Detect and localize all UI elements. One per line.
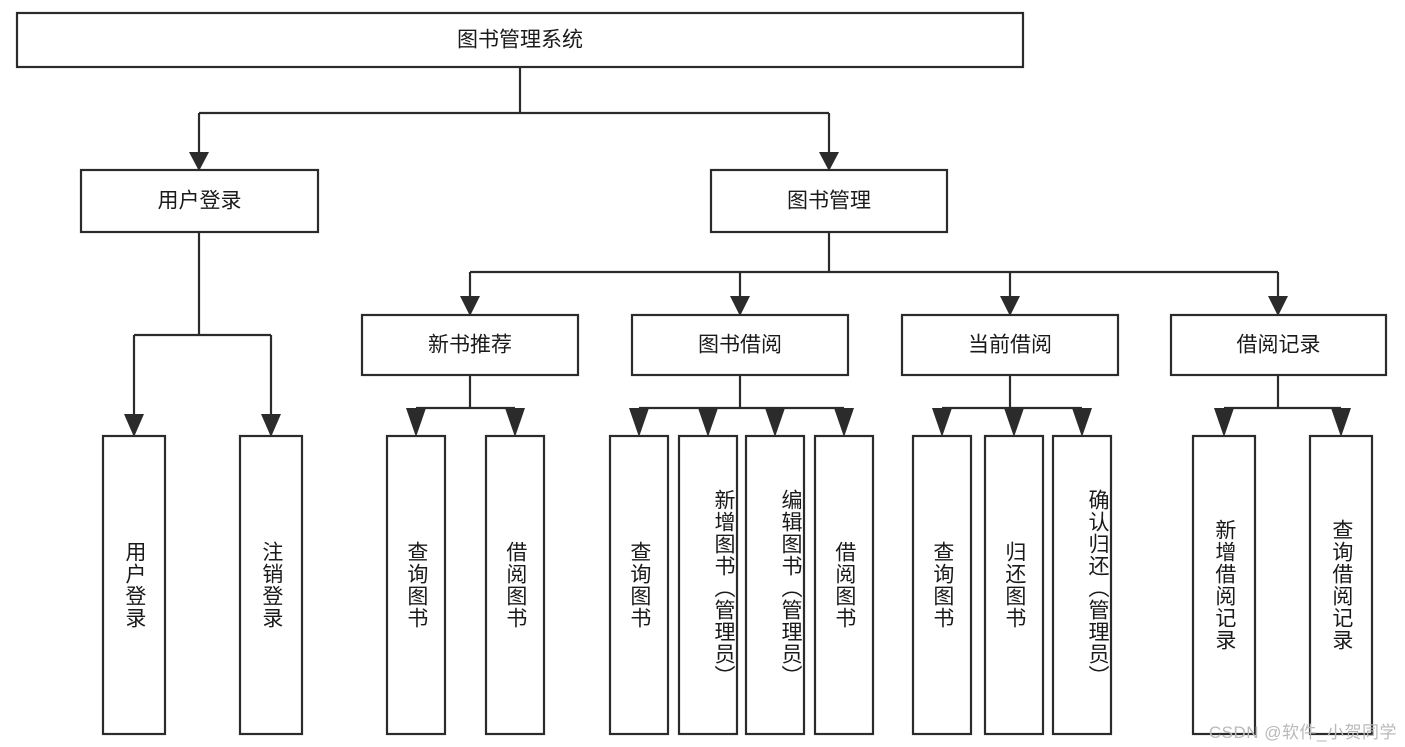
node-borrow-record-label: 借阅记录	[1237, 334, 1321, 357]
leaf-return-book-box[interactable]	[983, 434, 1045, 736]
leaf-boxes	[101, 434, 1374, 736]
node-root-label: 图书管理系统	[457, 29, 583, 52]
connector-group-user-login	[124, 232, 281, 437]
node-book-manage[interactable]: 图书管理	[709, 168, 949, 234]
node-current-borrow-box[interactable]	[900, 313, 1120, 377]
node-borrow-record-box[interactable]	[1169, 313, 1388, 377]
arrowhead-leaf-edit-book	[765, 408, 785, 437]
node-book-borrow-label: 图书借阅	[698, 334, 782, 357]
arrowhead-leaf-user-login	[124, 414, 144, 437]
node-book-manage-box[interactable]	[709, 168, 949, 234]
leaf-user-login-box[interactable]	[101, 434, 167, 736]
leaf-borrow-book-2-box[interactable]	[813, 434, 875, 736]
arrowhead-book-borrow	[730, 296, 750, 316]
node-book-borrow-box[interactable]	[630, 313, 850, 377]
arrowhead-borrow-record	[1268, 296, 1288, 316]
arrowhead-leaf-query-book-3	[932, 408, 952, 437]
arrowhead-leaf-return-book	[1004, 408, 1024, 437]
node-user-login[interactable]: 用户登录	[79, 168, 320, 234]
leaf-user-logout-box[interactable]	[238, 434, 304, 736]
node-root-box[interactable]	[15, 11, 1025, 69]
arrowhead-leaf-query-book-2	[629, 408, 649, 437]
connector-group-borrow-record	[1214, 375, 1351, 437]
leaf-add-book-box[interactable]	[677, 434, 739, 736]
leaf-query-record-box[interactable]	[1308, 434, 1374, 736]
leaf-add-record-box[interactable]	[1191, 434, 1257, 736]
connector-group-book-borrow	[629, 375, 854, 437]
leaf-borrow-book-1-box[interactable]	[484, 434, 546, 736]
connector-group-root	[189, 67, 839, 171]
arrowhead-leaf-add-record	[1214, 408, 1234, 437]
node-borrow-record[interactable]: 借阅记录	[1169, 313, 1388, 377]
arrowhead-new-book-recommend	[460, 296, 480, 316]
node-book-borrow[interactable]: 图书借阅	[630, 313, 850, 377]
arrowhead-current-borrow	[1000, 296, 1020, 316]
leaf-confirm-return-box[interactable]	[1051, 434, 1113, 736]
node-user-login-label: 用户登录	[158, 190, 242, 213]
arrowhead-user-login	[189, 152, 209, 171]
arrowhead-leaf-add-book	[698, 408, 718, 437]
arrowhead-leaf-user-logout	[261, 414, 281, 437]
arrowhead-book-manage	[819, 152, 839, 171]
connector-group-current-borrow	[932, 375, 1092, 437]
node-new-book-recommend-box[interactable]	[360, 313, 580, 377]
node-new-book-recommend[interactable]: 新书推荐	[360, 313, 580, 377]
node-book-manage-label: 图书管理	[787, 190, 871, 213]
connector-group-book-manage	[460, 232, 1288, 316]
leaf-query-book-3-box[interactable]	[911, 434, 973, 736]
node-root[interactable]: 图书管理系统	[15, 11, 1025, 69]
arrowhead-leaf-confirm-return	[1072, 408, 1092, 437]
csdn-watermark: CSDN @软件_小贺同学	[1208, 723, 1397, 742]
leaf-query-book-1-box[interactable]	[385, 434, 447, 736]
node-current-borrow[interactable]: 当前借阅	[900, 313, 1120, 377]
arrowhead-leaf-borrow-book-1	[505, 408, 525, 437]
leaf-edit-book-box[interactable]	[744, 434, 806, 736]
node-new-book-recommend-label: 新书推荐	[428, 334, 512, 357]
node-user-login-box[interactable]	[79, 168, 320, 234]
arrowhead-leaf-query-record	[1331, 408, 1351, 437]
arrowhead-leaf-query-book-1	[406, 408, 426, 437]
connector-group-new-book-recommend	[406, 375, 525, 437]
arrowhead-leaf-borrow-book-2	[834, 408, 854, 437]
node-current-borrow-label: 当前借阅	[968, 334, 1052, 357]
leaf-query-book-2-box[interactable]	[608, 434, 670, 736]
